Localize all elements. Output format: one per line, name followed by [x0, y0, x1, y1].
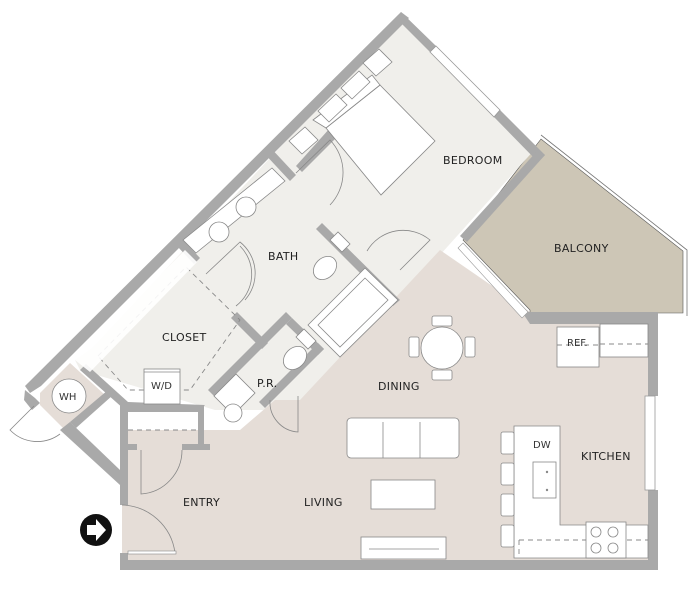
- label-entry: ENTRY: [183, 496, 220, 509]
- entry-closet-shelf: [128, 412, 196, 430]
- label-balcony: BALCONY: [554, 242, 609, 255]
- kitchen-window: [644, 395, 656, 491]
- label-closet: CLOSET: [162, 331, 207, 344]
- balcony-door: [457, 242, 529, 319]
- label-dining: DINING: [378, 380, 420, 393]
- coffee-table: [370, 479, 436, 510]
- bedroom-door-2: [366, 229, 431, 271]
- label-washer-dryer: W/D: [151, 381, 172, 392]
- sofa: [346, 417, 460, 459]
- water-heater: [51, 378, 87, 414]
- nightstand-right: [362, 48, 393, 77]
- toilet-bath: [313, 231, 351, 280]
- label-kitchen: KITCHEN: [581, 450, 631, 463]
- label-dishwasher: DW: [533, 440, 551, 451]
- front-door: [121, 504, 176, 554]
- vanity-double: [182, 167, 286, 254]
- sink-pr: [213, 373, 256, 423]
- pr-door: [269, 396, 299, 433]
- closet-shelving: [75, 250, 241, 391]
- range: [585, 521, 627, 559]
- dining-table: [408, 315, 476, 381]
- nightstand-left: [288, 126, 319, 155]
- private-floor: [75, 16, 536, 410]
- bedroom-door: [295, 139, 344, 206]
- toilet-pr: [283, 328, 317, 370]
- media-console: [360, 536, 447, 560]
- kitchen-counter-top: [556, 323, 649, 368]
- washer-dryer: [143, 368, 181, 405]
- label-bedroom: BEDROOM: [443, 154, 503, 167]
- bedroom-window: [429, 45, 501, 118]
- wh-door: [9, 405, 61, 442]
- entry-closet-door: [140, 449, 183, 495]
- label-refrigerator: REF.: [567, 338, 588, 349]
- arrow-right-icon: [80, 514, 112, 546]
- label-powder-room: P.R.: [257, 377, 277, 390]
- bathtub: [307, 267, 399, 358]
- bar-stools: [500, 431, 515, 548]
- label-living: LIVING: [304, 496, 343, 509]
- bed: [312, 70, 436, 196]
- bath-door: [205, 241, 256, 301]
- exterior-walls: [24, 12, 658, 570]
- closet-door: [235, 245, 253, 307]
- label-bath: BATH: [268, 250, 298, 263]
- label-water-heater: WH: [59, 392, 76, 403]
